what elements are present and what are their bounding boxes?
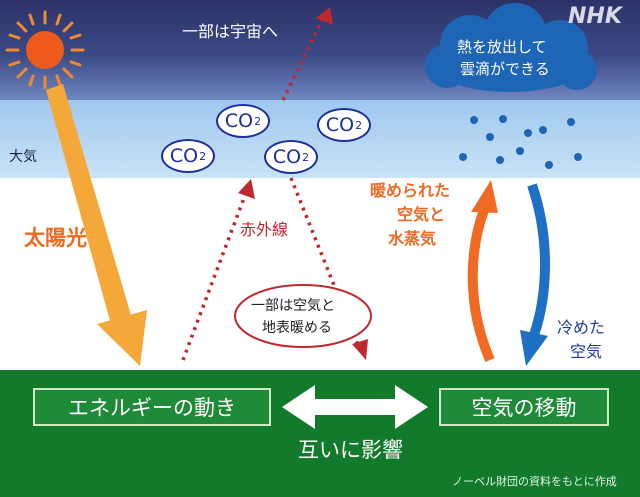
cold-air-arrow <box>520 183 550 366</box>
infrared-arrows <box>181 17 360 361</box>
sunlight-arrow <box>46 84 147 366</box>
cold-air-label-line2: 空気 <box>570 342 603 361</box>
cloud-label-line2: 雲滴ができる <box>460 60 550 78</box>
nhk-logo: NHK <box>568 4 622 29</box>
source-note: ノーベル財団の資料をもとに作成 <box>452 475 617 488</box>
speech-bubble <box>234 284 372 348</box>
escape-to-space-label: 一部は宇宙へ <box>182 22 279 41</box>
sunlight-label: 太陽光 <box>24 226 87 250</box>
bubble-label-line1: 一部は空気と <box>251 298 335 314</box>
atmosphere-label: 大気 <box>9 149 37 165</box>
water-droplets <box>459 115 582 169</box>
warm-air-label-line1: 暖められた <box>370 181 451 200</box>
cloud-label-line1: 熱を放出して <box>457 38 547 56</box>
infrared-label: 赤外線 <box>240 220 289 239</box>
double-arrow-icon <box>282 385 428 429</box>
cold-air-label-line1: 冷めた <box>557 318 606 337</box>
bubble-label-line2: 地表暖める <box>262 320 332 336</box>
warm-air-arrow <box>467 180 498 362</box>
energy-movement-box: エネルギーの動き <box>33 388 271 426</box>
cloud-icon <box>425 3 597 92</box>
atmosphere-band <box>0 100 640 178</box>
warm-air-label-line2: 空気と <box>397 205 446 224</box>
mutual-influence-label: 互いに影響 <box>298 438 403 462</box>
sun-icon <box>5 10 85 90</box>
warm-air-label-line3: 水蒸気 <box>388 229 437 248</box>
infrared-arrowheads <box>238 7 368 360</box>
air-movement-box: 空気の移動 <box>439 388 609 426</box>
